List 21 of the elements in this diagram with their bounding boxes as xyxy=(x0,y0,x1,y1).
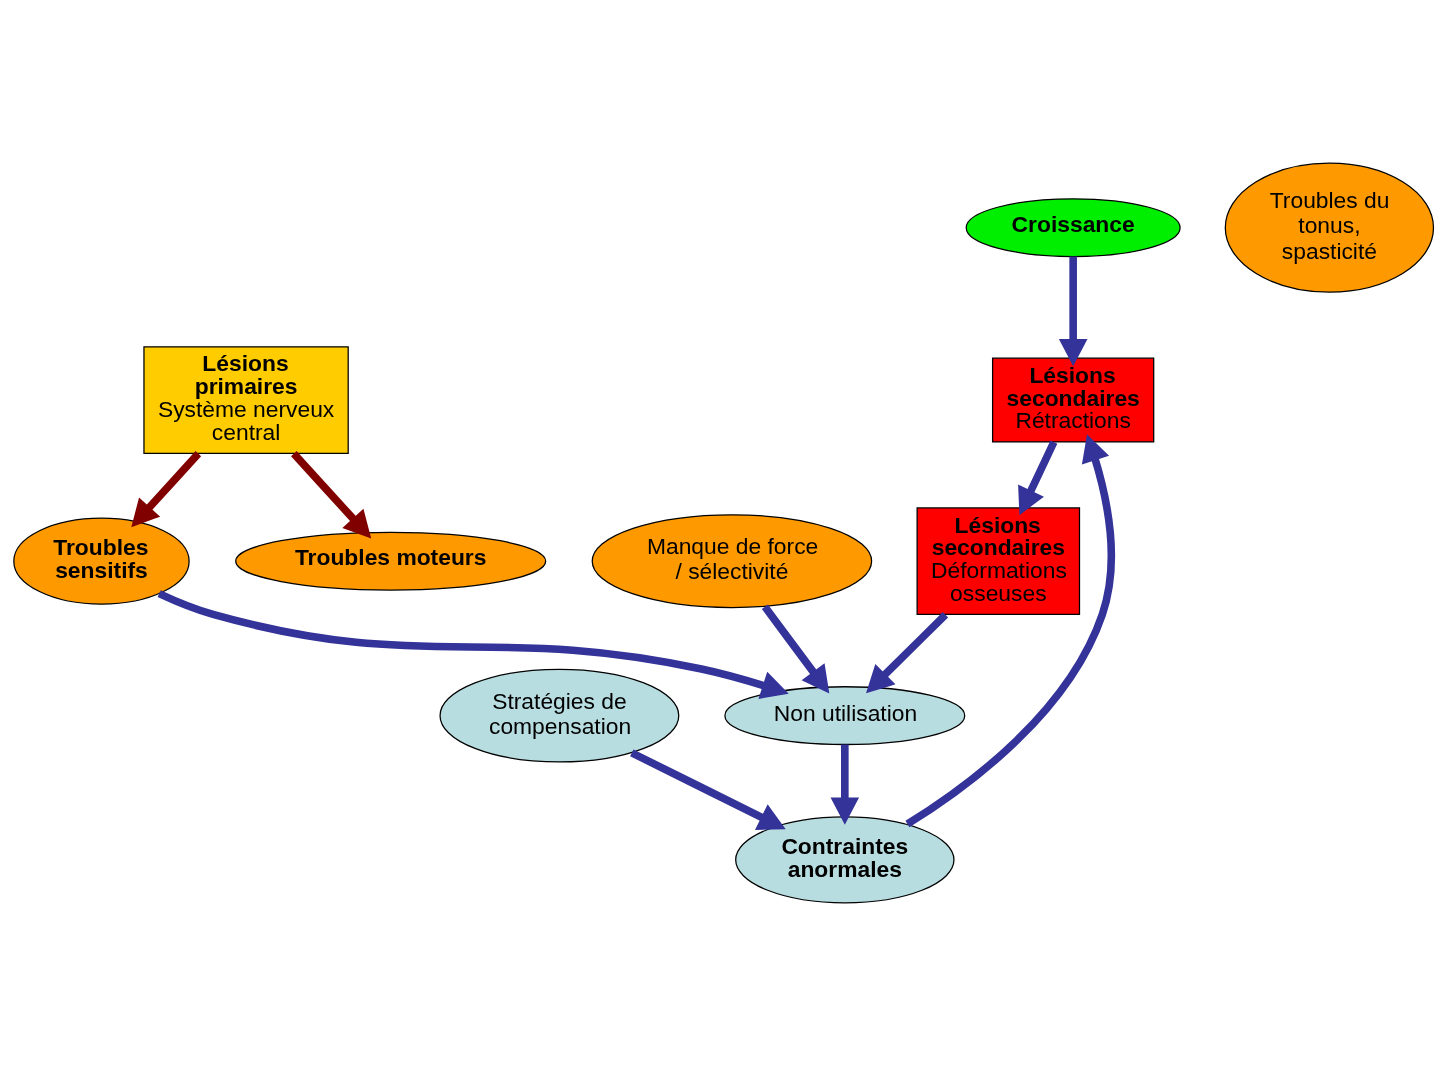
node-box: Lésions secondaires Déformations osseuses xyxy=(916,507,1081,616)
arrow xyxy=(157,590,789,699)
node-ellipse: Croissance xyxy=(965,198,1181,258)
node-ellipse: Manque de force / sélectivité xyxy=(591,514,873,609)
node-ellipse: Troubles du tonus, spasticité xyxy=(1224,162,1435,293)
node-box: Lésions secondaires Rétractions xyxy=(991,357,1155,443)
arrow xyxy=(866,612,949,694)
node-ellipse: Stratégies de compensation xyxy=(439,668,680,763)
arrow xyxy=(630,749,786,830)
arrow xyxy=(1018,440,1058,516)
node-ellipse: Troubles moteurs xyxy=(235,531,547,591)
arrow xyxy=(291,451,372,539)
node-ellipse: Contraintes anormales xyxy=(735,816,955,904)
arrow xyxy=(830,744,860,825)
arrow xyxy=(1058,256,1088,367)
arrow xyxy=(131,451,202,528)
arrow xyxy=(761,604,830,694)
node-ellipse: Troubles sensitifs xyxy=(13,517,190,605)
node-ellipse: Non utilisation xyxy=(724,686,966,746)
node-box: Lésions primaires Système nerveux central xyxy=(143,346,349,454)
arrow xyxy=(905,434,1115,828)
